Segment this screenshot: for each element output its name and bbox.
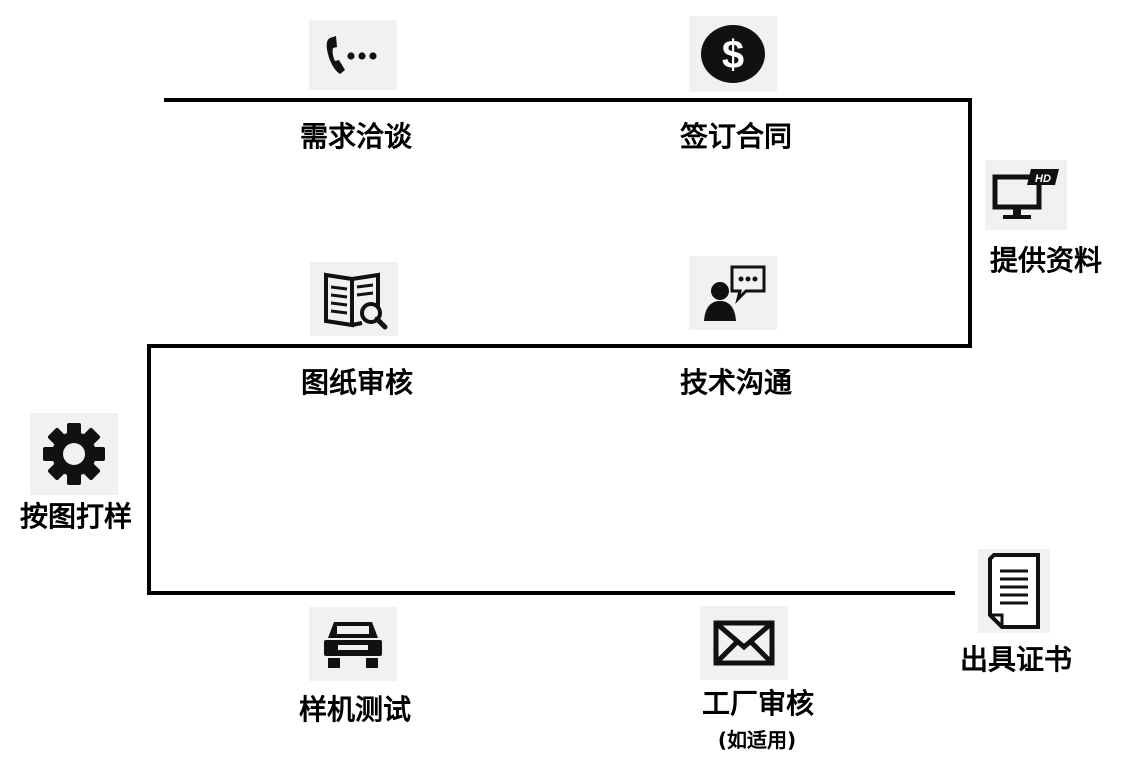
step-note-factory: (如适用) — [717, 728, 797, 752]
step-tile-demand — [309, 20, 397, 90]
hd-monitor-icon: HD — [992, 169, 1059, 219]
flow-path — [147, 98, 972, 595]
svg-text:$: $ — [722, 33, 744, 77]
step-tile-sample — [30, 413, 118, 495]
step-label-contract: 签订合同 — [679, 120, 793, 153]
step-label-factory: 工厂审核 — [701, 687, 815, 720]
step-label-prototype: 样机测试 — [298, 693, 412, 726]
envelope-icon — [713, 620, 775, 666]
step-label-demand: 需求洽谈 — [299, 120, 413, 153]
step-label-sample: 按图打样 — [19, 500, 133, 533]
svg-text:HD: HD — [1035, 173, 1051, 185]
step-label-certificate: 出具证书 — [959, 643, 1073, 676]
step-tile-contract: $ — [689, 16, 777, 92]
step-tile-factory — [700, 606, 788, 680]
step-tile-certificate — [978, 549, 1050, 633]
document-search-icon — [324, 272, 388, 330]
step-tile-tech — [689, 256, 777, 330]
chat-person-icon — [704, 265, 766, 321]
step-tile-provide: HD — [985, 160, 1067, 230]
step-tile-drawing — [310, 262, 398, 336]
gear-icon — [43, 423, 105, 485]
phone-icon — [326, 36, 377, 74]
step-label-drawing: 图纸审核 — [300, 366, 414, 399]
certificate-icon — [988, 553, 1040, 629]
step-tile-prototype — [309, 607, 397, 681]
machine-icon — [324, 622, 382, 668]
step-label-provide: 提供资料 — [989, 244, 1103, 277]
dollar-icon: $ — [701, 25, 765, 83]
step-label-tech: 技术沟通 — [679, 366, 793, 399]
